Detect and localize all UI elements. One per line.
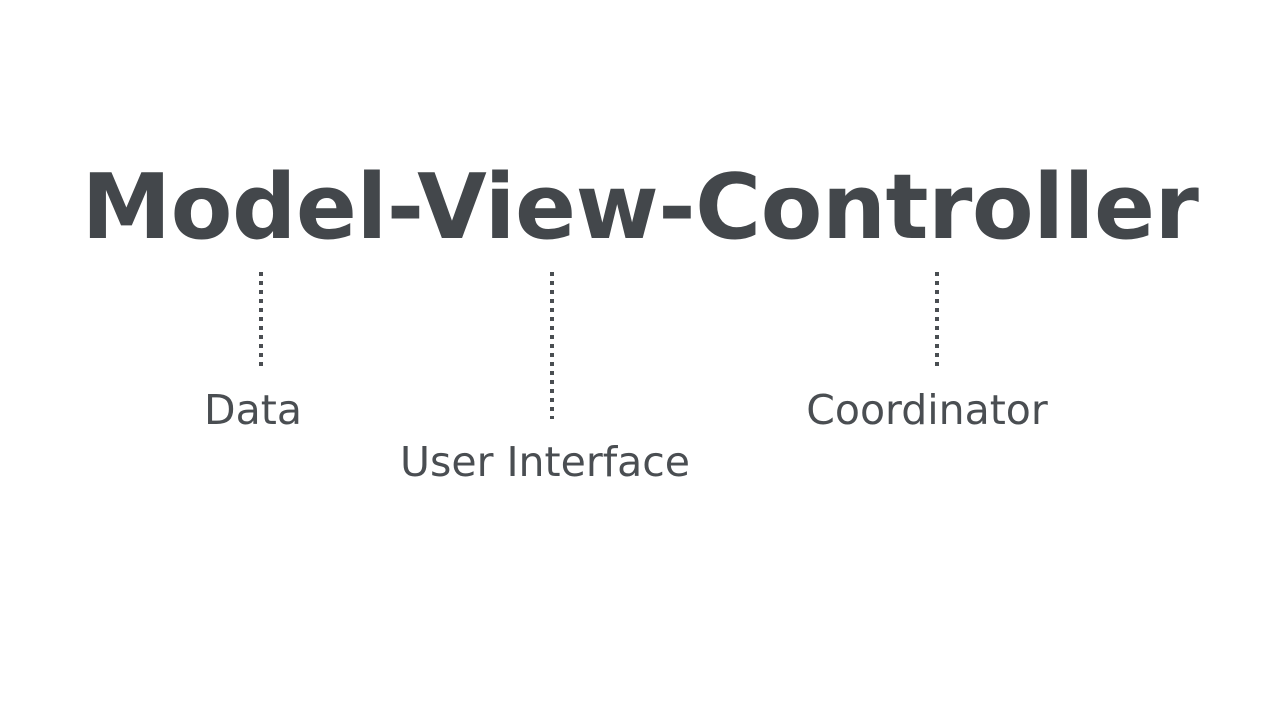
connector-line-controller [935, 272, 939, 368]
component-label-model: Data [204, 386, 302, 434]
page-title: Model-View-Controller [81, 155, 1199, 260]
connector-line-view [550, 272, 554, 419]
connector-line-model [259, 272, 263, 368]
component-label-view: User Interface [399, 438, 691, 486]
component-label-controller: Coordinator [806, 386, 1048, 434]
